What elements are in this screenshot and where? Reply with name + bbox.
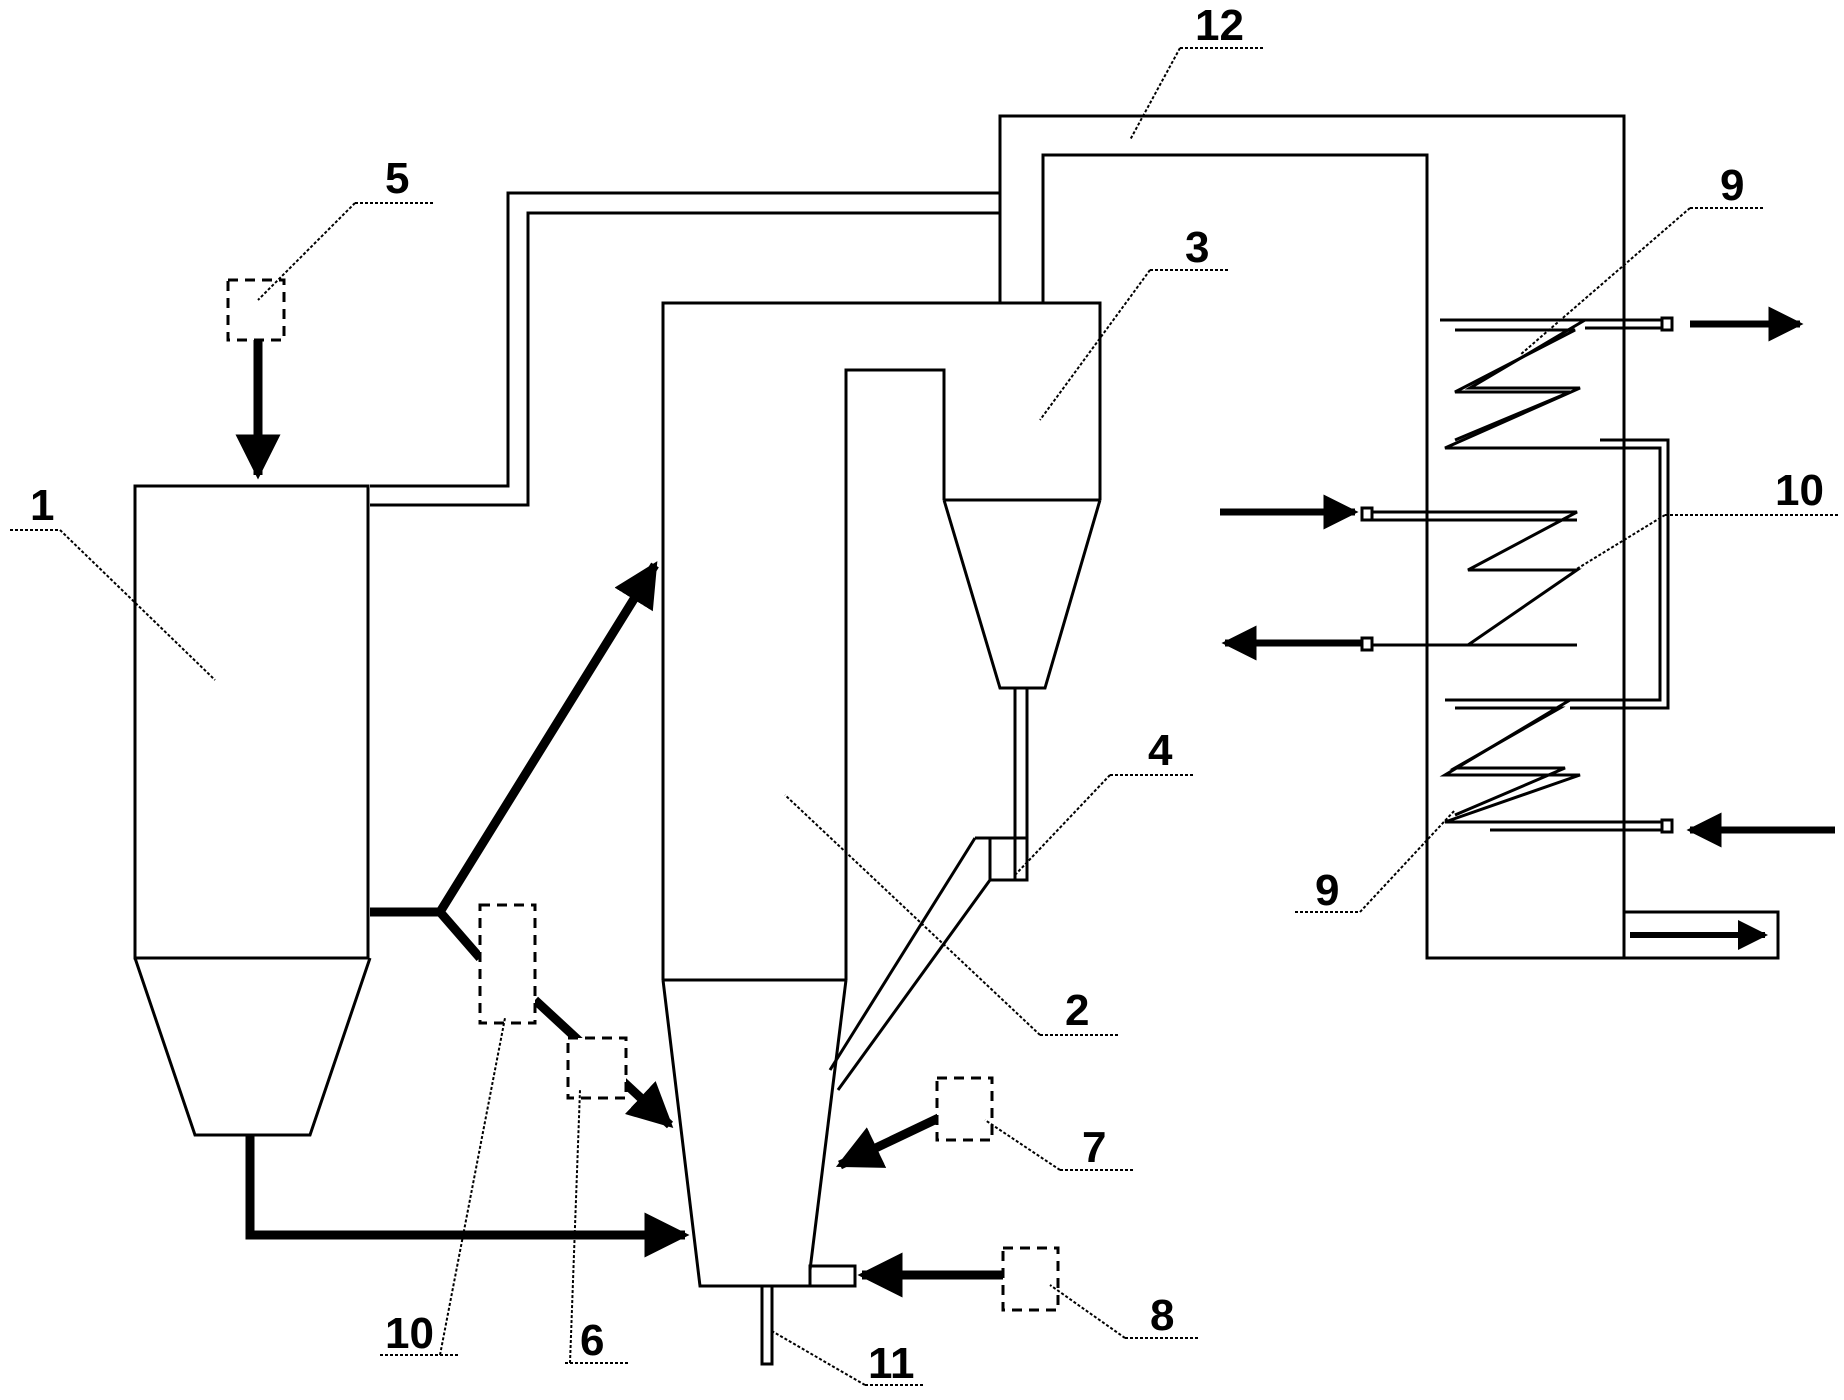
label-12: 12 bbox=[1195, 1, 1244, 50]
label-8: 8 bbox=[1150, 1291, 1174, 1340]
label-5: 5 bbox=[385, 154, 409, 203]
label-7: 7 bbox=[1082, 1123, 1106, 1172]
label-9-bottom: 9 bbox=[1315, 866, 1339, 915]
flow-to-10 bbox=[436, 909, 484, 961]
coil-9-upper bbox=[1440, 316, 1674, 450]
coil-10 bbox=[1360, 506, 1582, 652]
flow-1-to-2-upper bbox=[370, 561, 659, 917]
coil-9-lower bbox=[1439, 698, 1674, 834]
coil-link bbox=[1570, 438, 1670, 710]
label-1: 1 bbox=[30, 481, 54, 530]
separator-3 bbox=[942, 498, 1102, 880]
box-8 bbox=[1001, 1246, 1060, 1312]
box-7 bbox=[935, 1076, 994, 1142]
flow-7 bbox=[835, 1110, 947, 1170]
reactor-2 bbox=[661, 301, 1102, 1288]
label-10-right: 10 bbox=[1775, 466, 1824, 515]
box-5 bbox=[226, 278, 286, 342]
label-3: 3 bbox=[1185, 223, 1209, 272]
label-4: 4 bbox=[1148, 726, 1173, 775]
label-11: 11 bbox=[868, 1339, 915, 1388]
duct-12 bbox=[998, 114, 1780, 960]
outlet-11 bbox=[760, 1284, 774, 1366]
return-leg-4 bbox=[828, 836, 1029, 1091]
vessel-1 bbox=[133, 484, 372, 1137]
label-6: 6 bbox=[580, 1316, 604, 1365]
box-10 bbox=[478, 903, 537, 1025]
box-6 bbox=[566, 1036, 628, 1100]
label-2: 2 bbox=[1065, 986, 1089, 1035]
label-10-left: 10 bbox=[385, 1309, 434, 1358]
gas-pipe bbox=[370, 191, 1000, 507]
flow-1-bottom bbox=[245, 1135, 690, 1258]
label-9-top: 9 bbox=[1720, 161, 1744, 210]
